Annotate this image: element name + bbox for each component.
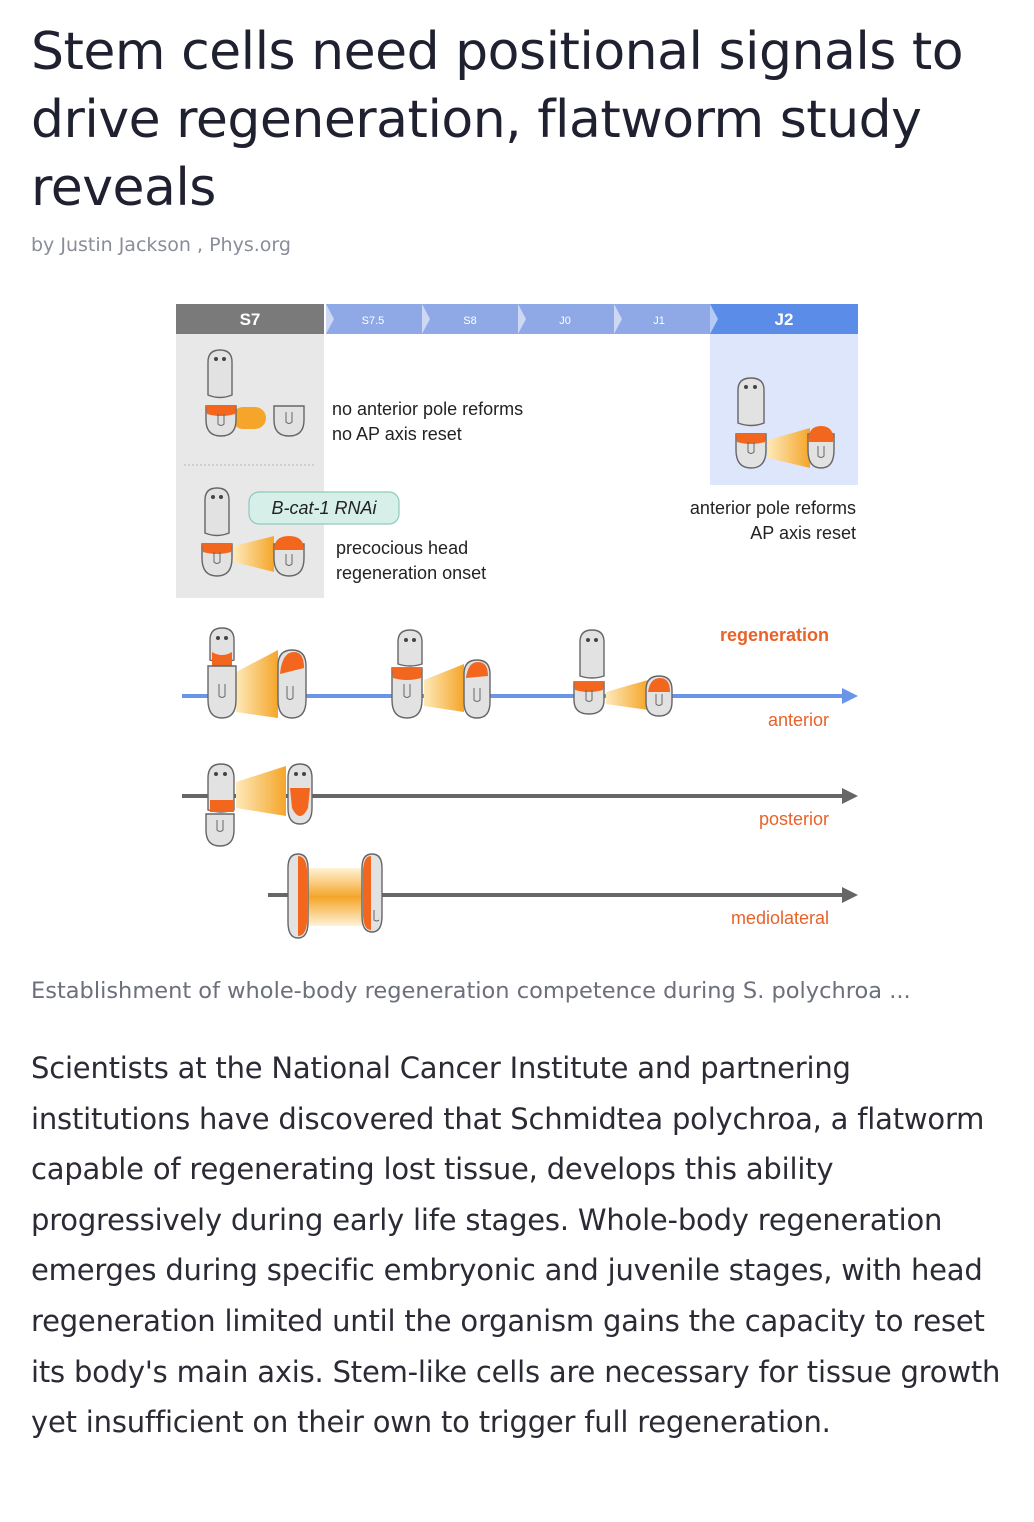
no-pole-line2: no AP axis reset — [332, 424, 462, 444]
stage-header-j2 — [710, 304, 858, 334]
stage-label-s7: S7 — [240, 310, 261, 329]
regeneration-figure[interactable]: S7 S7.5 S8 J0 J1 J2 no anterior pole ref… — [174, 300, 864, 945]
precocious-line2: regeneration onset — [336, 563, 486, 583]
rnai-label: B-cat-1 RNAi — [271, 498, 377, 518]
stage-label-j0: J0 — [559, 315, 571, 327]
precocious-line1: precocious head — [336, 538, 468, 558]
axis-anterior-label: anterior — [768, 710, 829, 730]
posterior-axis-arrowhead — [842, 788, 858, 804]
article-title: Stem cells need positional signals to dr… — [31, 22, 964, 218]
stage-header-s7 — [176, 304, 324, 334]
stage-label-j2: J2 — [775, 310, 794, 329]
pole-reforms-line1: anterior pole reforms — [690, 498, 856, 518]
rnai-badge — [248, 491, 400, 525]
mediolateral-axis-arrowhead — [842, 887, 858, 903]
flatworm-anterior-2 — [391, 629, 491, 719]
no-pole-line1: no anterior pole reforms — [332, 399, 523, 419]
flatworm-anterior-1 — [207, 627, 307, 719]
stage-label-j1: J1 — [653, 315, 665, 327]
flatworm-mediolateral — [287, 853, 383, 939]
anterior-axis-arrowhead — [842, 688, 858, 704]
axis-mediolateral-label: mediolateral — [731, 908, 829, 928]
flatworm-posterior — [205, 763, 313, 847]
flatworm-s7-rnai — [201, 487, 305, 577]
flatworm-anterior-3 — [573, 629, 673, 717]
axis-posterior-label: posterior — [759, 809, 829, 829]
regeneration-label: regeneration — [720, 625, 829, 645]
article-body: Scientists at the National Cancer Instit… — [31, 1051, 1001, 1440]
stage-label-s7-5: S7.5 — [362, 315, 385, 327]
article-byline[interactable]: by Justin Jackson , Phys.org — [31, 234, 291, 256]
flatworm-s7-control — [205, 349, 305, 437]
stage-label-s8: S8 — [463, 315, 476, 327]
flatworm-j2 — [735, 377, 835, 469]
pole-reforms-line2: AP axis reset — [750, 523, 856, 543]
figure-caption[interactable]: Establishment of whole-body regeneration… — [31, 978, 911, 1004]
